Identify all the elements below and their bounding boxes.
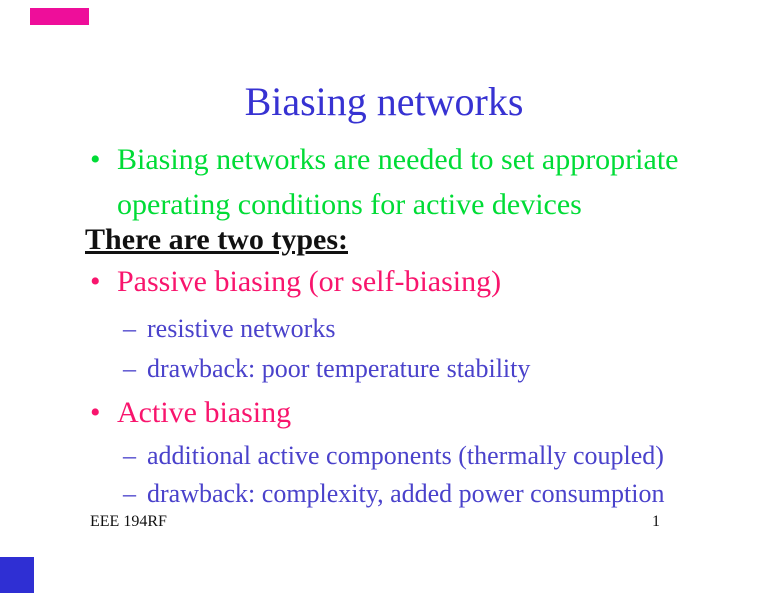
sub-bullet-text: drawback: poor temperature stability [147, 354, 531, 383]
slide-title: Biasing networks [244, 79, 524, 124]
bullet-text-line2: operating conditions for active devices [117, 188, 582, 221]
sub-bullet-temperature-stability: – drawback: poor temperature stability [123, 354, 531, 384]
blue-corner-fragment [0, 557, 34, 593]
footer-course-code: EEE 194RF [90, 513, 167, 530]
dash-icon: – [123, 441, 136, 470]
bullet-item-active-biasing: • Active biasing [90, 396, 292, 431]
sub-bullet-text: drawback: complexity, added power consum… [147, 479, 665, 508]
bullet-item-passive-biasing: • Passive biasing (or self-biasing) [90, 265, 502, 300]
sub-bullet-text: resistive networks [147, 314, 336, 343]
dash-icon: – [123, 314, 136, 343]
bullet-item-biasing-networks: • Biasing networks are needed to set app… [90, 143, 679, 178]
dash-icon: – [123, 354, 136, 383]
magenta-corner-fragment [30, 8, 89, 25]
bullet-text: Passive biasing (or self-biasing) [117, 265, 502, 298]
section-heading: There are two types: [85, 223, 348, 256]
sub-bullet-complexity-power: – drawback: complexity, added power cons… [123, 479, 665, 509]
sub-bullet-resistive-networks: – resistive networks [123, 314, 336, 344]
bullet-text: Active biasing [117, 396, 292, 429]
bullet-dot-icon: • [90, 143, 101, 176]
sub-bullet-text: additional active components (thermally … [147, 441, 664, 470]
bullet-dot-icon: • [90, 396, 101, 429]
bullet-dot-icon: • [90, 265, 101, 298]
dash-icon: – [123, 479, 136, 508]
footer-page-number: 1 [652, 513, 660, 530]
bullet-item-biasing-networks-line2: operating conditions for active devices [117, 188, 582, 223]
sub-bullet-additional-components: – additional active components (thermall… [123, 441, 664, 471]
bullet-text-line1: Biasing networks are needed to set appro… [117, 143, 679, 176]
